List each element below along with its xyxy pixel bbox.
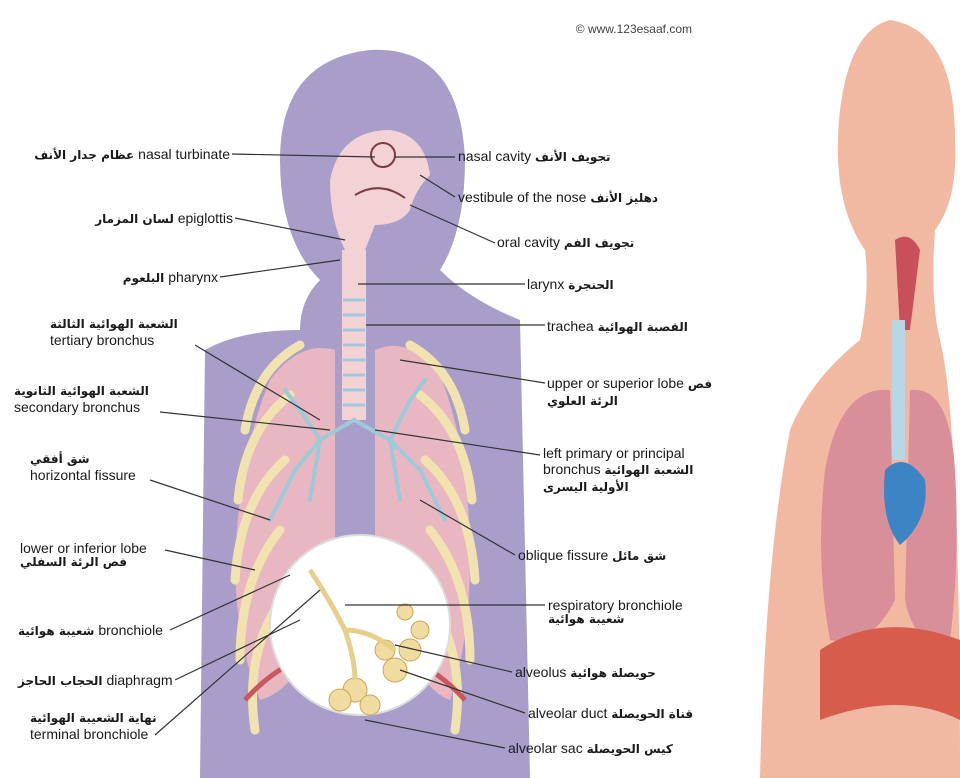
label-diaphragm: الحجاب الحاجز diaphragm <box>18 672 173 689</box>
label-oral-cavity: oral cavity تجويف الفم <box>497 234 634 251</box>
label-horizontal-fissure: شق أفقيhorizontal fissure <box>30 453 136 483</box>
watermark: © www.123esaaf.com <box>576 22 692 36</box>
label-secondary-bronchus: الشعبة الهوائية الثانويةsecondary bronch… <box>14 385 149 415</box>
label-left-primary-bronchus: left primary or principal bronchus الشعب… <box>543 445 713 495</box>
label-trachea: trachea القصبة الهوائية <box>547 318 688 335</box>
label-nasal-cavity: nasal cavity تجويف الأنف <box>458 148 611 165</box>
label-pharynx: البلعوم pharynx <box>123 269 218 286</box>
label-nasal-turbinate: عظام جدار الأنف nasal turbinate <box>34 146 230 163</box>
label-lower-lobe: lower or inferior lobeفص الرئة السفلي <box>20 540 147 570</box>
label-vestibule-of-the-nose: vestibule of the nose دهليز الأنف <box>458 189 658 206</box>
label-tertiary-bronchus: الشعبة الهوائية الثالثةtertiary bronchus <box>50 318 178 348</box>
label-terminal-bronchiole: نهاية الشعيبة الهوائيةterminal bronchiol… <box>30 712 157 742</box>
trachea <box>342 250 366 420</box>
label-alveolus: alveolus حويصلة هوائية <box>515 664 656 681</box>
label-respiratory-bronchiole: respiratory bronchioleشعيبة هوائية <box>548 597 718 627</box>
label-epiglottis: لسان المزمار epiglottis <box>95 210 233 227</box>
torso-trachea <box>892 320 905 460</box>
label-bronchiole: شعيبة هوائية bronchiole <box>18 622 163 639</box>
label-upper-lobe: upper or superior lobe فص الرئة العلوي <box>547 375 717 409</box>
label-alveolar-sac: alveolar sac كيس الحويصلة <box>508 740 673 757</box>
torso-illustration <box>760 20 960 778</box>
label-oblique-fissure: oblique fissure شق مائل <box>518 547 666 564</box>
label-alveolar-duct: alveolar duct قناة الحويصلة <box>528 705 693 722</box>
label-larynx: larynx الحنجرة <box>527 276 614 293</box>
